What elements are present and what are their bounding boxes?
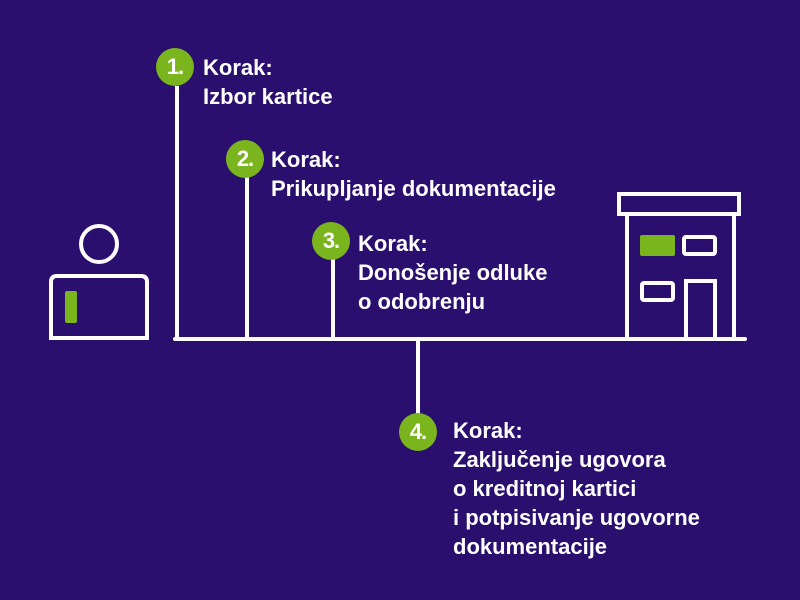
step-1-line-1: Izbor kartice bbox=[203, 84, 333, 109]
step-4-text: Korak: Zaključenje ugovora o kreditnoj k… bbox=[453, 416, 700, 561]
step-4-title: Korak: bbox=[453, 418, 523, 443]
step-1-title: Korak: bbox=[203, 55, 273, 80]
step-1-number-badge: 1. bbox=[156, 48, 194, 86]
step-4-line-2: o kreditnoj kartici bbox=[453, 476, 637, 501]
step-2-title: Korak: bbox=[271, 147, 341, 172]
step-2-text: Korak: Prikupljanje dokumentacije bbox=[271, 145, 556, 203]
step-2-number-badge: 2. bbox=[226, 140, 264, 178]
step-3-line-2: o odobrenju bbox=[358, 289, 486, 314]
building-window-highlight bbox=[640, 235, 675, 256]
bank-building-icon bbox=[617, 192, 741, 339]
step-4-number-badge: 4. bbox=[399, 413, 437, 451]
step-3-text: Korak: Donošenje odluke o odobrenju bbox=[358, 229, 547, 316]
step-2-line-1: Prikupljanje dokumentacije bbox=[271, 176, 556, 201]
person-badge-icon bbox=[65, 291, 77, 323]
step-3-number-badge: 3. bbox=[312, 222, 350, 260]
person-icon bbox=[49, 224, 149, 340]
step-1-text: Korak: Izbor kartice bbox=[203, 53, 333, 111]
step-4-line-1: Zaključenje ugovora bbox=[453, 447, 666, 472]
step-3-line-1: Donošenje odluke bbox=[358, 260, 548, 285]
step-3-title: Korak: bbox=[358, 231, 428, 256]
step-4-line-4: dokumentacije bbox=[453, 534, 608, 559]
step-4-line-3: i potpisivanje ugovorne bbox=[453, 505, 700, 530]
